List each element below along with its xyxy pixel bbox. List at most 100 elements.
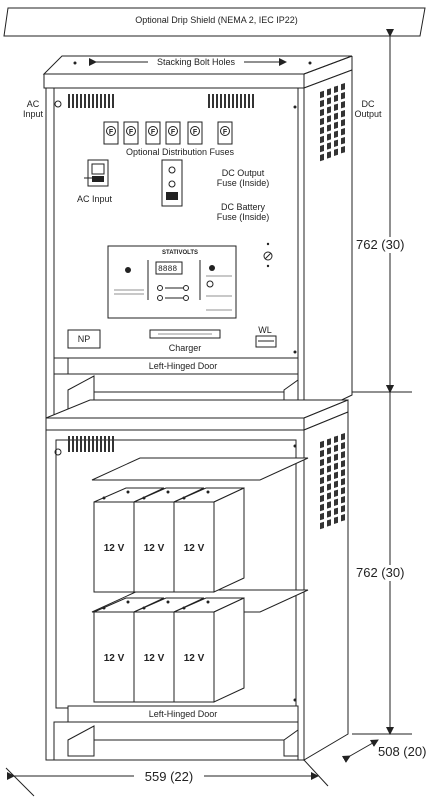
side-vent-slot bbox=[327, 115, 331, 123]
fuse-symbol: F bbox=[129, 129, 134, 136]
vent-slot bbox=[104, 94, 106, 108]
side-vent-slot bbox=[341, 514, 345, 522]
side-vent-slot bbox=[320, 153, 324, 162]
fuse-symbol: F bbox=[171, 129, 176, 136]
side-vent-slot bbox=[327, 456, 331, 464]
side-vent-slot bbox=[320, 135, 324, 144]
depth-dimension: 508 (20) bbox=[378, 744, 427, 759]
side-vent-slot bbox=[341, 487, 345, 495]
front-vent-right bbox=[208, 94, 254, 108]
side-vent-slot bbox=[334, 444, 338, 452]
side-vent-slot bbox=[341, 119, 345, 127]
vent-slot bbox=[96, 94, 98, 108]
ac-input-side-label: AC Input bbox=[22, 99, 44, 119]
side-vent-slot bbox=[327, 133, 331, 141]
vent-slot bbox=[68, 436, 70, 452]
battery-side bbox=[213, 487, 245, 593]
vent-slot bbox=[228, 94, 230, 108]
battery-terminal bbox=[126, 600, 130, 604]
side-vent-slot bbox=[320, 494, 324, 503]
vent-slot bbox=[104, 436, 106, 452]
vent-slot bbox=[84, 436, 86, 452]
battery bbox=[173, 611, 215, 703]
side-vent-slot bbox=[334, 112, 338, 120]
side-vent-slot bbox=[341, 469, 345, 477]
side-vent-slot bbox=[341, 442, 345, 450]
fuse-icon bbox=[148, 126, 158, 136]
battery-voltage-label: 12 V bbox=[144, 653, 165, 664]
stacking-bolt-holes-label: Stacking Bolt Holes bbox=[148, 57, 244, 67]
side-vent-slot bbox=[327, 106, 331, 114]
side-vent-slot bbox=[341, 128, 345, 136]
side-vent-slot bbox=[320, 449, 324, 458]
battery-terminal bbox=[126, 490, 130, 494]
side-vent-slot bbox=[327, 447, 331, 455]
side-vent-slot bbox=[320, 458, 324, 467]
svg-text:8888: 8888 bbox=[158, 265, 177, 274]
side-vent-slot bbox=[327, 483, 331, 491]
side-vent-slot bbox=[320, 144, 324, 153]
side-vent-slot bbox=[327, 438, 331, 446]
side-vent-slot bbox=[341, 496, 345, 504]
battery-side bbox=[213, 597, 245, 703]
side-vent-slot bbox=[327, 510, 331, 518]
battery-voltage-label: 12 V bbox=[104, 543, 125, 554]
vent-slot bbox=[96, 436, 98, 452]
dc-output-side-label: DC Output bbox=[354, 99, 382, 119]
vent-slot bbox=[84, 94, 86, 108]
side-vent-slot bbox=[334, 139, 338, 147]
charger-label: Charger bbox=[168, 343, 202, 353]
vent-slot bbox=[100, 436, 102, 452]
side-vent-slot bbox=[320, 512, 324, 521]
side-vent-slot bbox=[341, 451, 345, 459]
vent-slot bbox=[76, 436, 78, 452]
vent-slot bbox=[112, 436, 114, 452]
battery-voltage-label: 12 V bbox=[144, 543, 165, 554]
side-vent-slot bbox=[334, 130, 338, 138]
side-vent-slot bbox=[327, 124, 331, 132]
ac-input-breaker[interactable] bbox=[84, 159, 109, 187]
side-vent-slot bbox=[320, 521, 324, 530]
optional-fuses-label: Optional Distribution Fuses bbox=[125, 147, 235, 157]
vent-slot bbox=[100, 94, 102, 108]
vent-slot bbox=[224, 94, 226, 108]
vent-slot bbox=[88, 94, 90, 108]
side-vent-slot bbox=[320, 90, 324, 99]
side-vent-slot bbox=[341, 460, 345, 468]
bolt-hole bbox=[308, 61, 312, 65]
battery-terminal bbox=[206, 490, 210, 494]
vent-slot bbox=[244, 94, 246, 108]
upper-height-dimension: 762 (30) bbox=[356, 237, 405, 253]
side-vent-slot bbox=[334, 103, 338, 111]
side-vent-slot bbox=[327, 88, 331, 96]
vent-slot bbox=[236, 94, 238, 108]
fuse-icon bbox=[106, 126, 116, 136]
dc-battery-fuse-label: DC Battery Fuse (Inside) bbox=[216, 202, 270, 222]
side-vent-slot bbox=[327, 474, 331, 482]
side-vent-slot bbox=[334, 507, 338, 515]
battery-voltage-label: 12 V bbox=[184, 653, 205, 664]
side-vent-slot bbox=[334, 471, 338, 479]
vent-slot bbox=[92, 94, 94, 108]
side-vent-slot bbox=[334, 498, 338, 506]
vent-slot bbox=[108, 94, 110, 108]
fuse-icon bbox=[220, 126, 230, 136]
battery-terminal bbox=[206, 600, 210, 604]
vent-slot bbox=[68, 94, 70, 108]
panel-brand: STATIVOLTS bbox=[162, 250, 198, 256]
vent-slot bbox=[80, 436, 82, 452]
battery-voltage-label: 12 V bbox=[104, 653, 125, 664]
side-vent-slot bbox=[341, 92, 345, 100]
side-vent-lower bbox=[320, 433, 345, 530]
control-panel: 8888 bbox=[107, 245, 237, 319]
ac-input-breaker-label: AC Input bbox=[77, 194, 113, 204]
drip-shield-label: Optional Drip Shield (NEMA 2, IEC IP22) bbox=[135, 15, 298, 25]
side-vent-slot bbox=[334, 94, 338, 102]
vent-slot bbox=[252, 94, 254, 108]
side-vent-slot bbox=[327, 492, 331, 500]
side-vent-slot bbox=[327, 519, 331, 527]
dc-output-fuse-label: DC Output Fuse (Inside) bbox=[216, 168, 270, 188]
